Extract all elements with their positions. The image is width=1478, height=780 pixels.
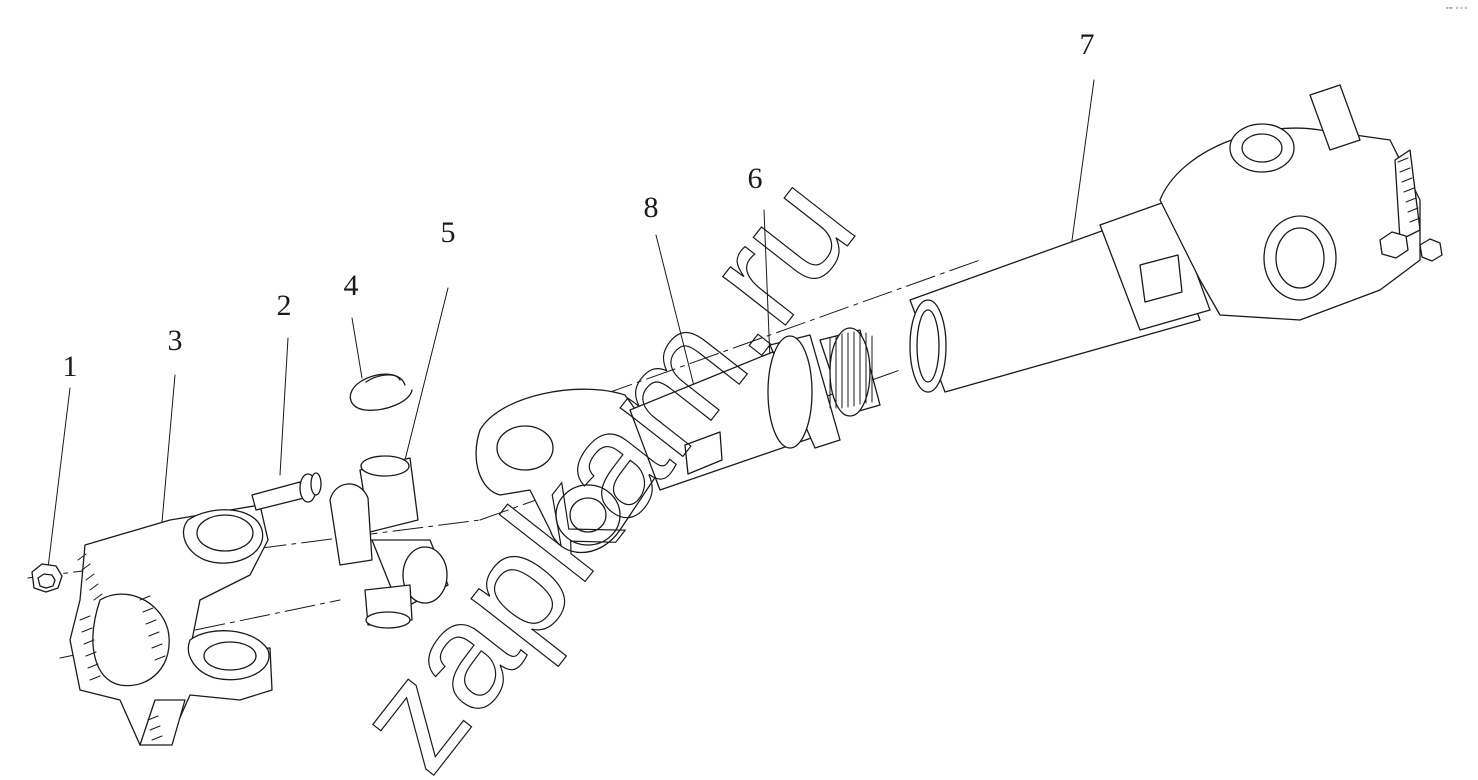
bolt-part-2 bbox=[251, 472, 322, 511]
nut-part-1 bbox=[31, 563, 63, 593]
circlip-part-4 bbox=[349, 373, 413, 411]
spider-cross-part-5 bbox=[329, 455, 449, 629]
callout-2: 2 bbox=[276, 289, 292, 322]
leader-lines bbox=[47, 79, 1095, 569]
callout-8: 8 bbox=[643, 191, 659, 224]
corner-mark: ⊶ ∘∘∘ bbox=[1445, 4, 1468, 12]
spline-part-6 bbox=[767, 327, 881, 449]
right-flange-teeth bbox=[1397, 157, 1421, 223]
main-tube-part-7 bbox=[909, 199, 1211, 393]
flange-teeth bbox=[77, 553, 166, 741]
spline-teeth bbox=[829, 331, 873, 409]
callout-1: 1 bbox=[62, 350, 78, 383]
flange-yoke-part-3 bbox=[69, 504, 273, 746]
slip-yoke bbox=[475, 388, 661, 553]
callout-7: 7 bbox=[1079, 28, 1095, 61]
callout-4: 4 bbox=[343, 269, 359, 302]
callout-3: 3 bbox=[167, 324, 183, 357]
callout-5: 5 bbox=[440, 216, 456, 249]
callout-6: 6 bbox=[747, 162, 763, 195]
right-yoke-assembly bbox=[1159, 84, 1443, 321]
